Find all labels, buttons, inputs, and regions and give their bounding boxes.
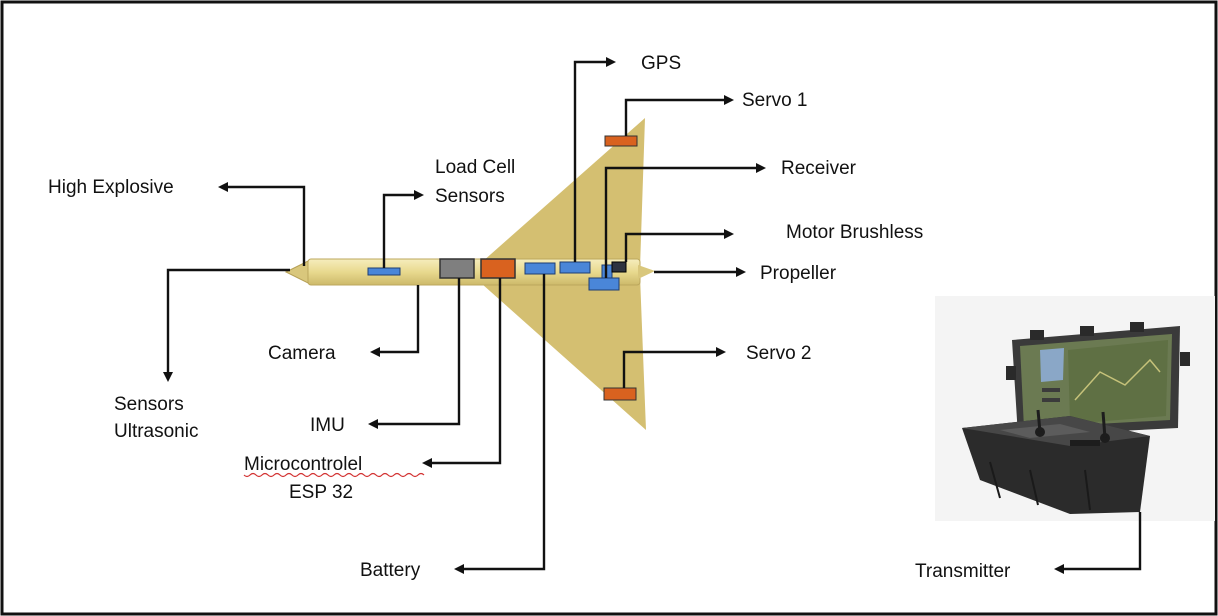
gps-block: [559, 261, 591, 274]
imu-block: [439, 258, 475, 279]
load-cell-arrow-head: [414, 190, 424, 200]
motor-block: [611, 261, 627, 273]
gps-arrow-head: [606, 57, 616, 67]
propeller-label: Propeller: [760, 263, 837, 284]
servo2-label: Servo 2: [746, 343, 811, 364]
battery-block: [524, 262, 556, 275]
microcontroller-label-line2: ESP 32: [289, 482, 353, 503]
receiver-block: [588, 277, 620, 291]
battery-leader: [462, 274, 546, 571]
gps-label: GPS: [641, 53, 681, 74]
motor-arrow-head: [724, 229, 734, 239]
gps-leader: [573, 60, 608, 262]
servo1-leader: [624, 98, 726, 136]
sensors-label-line2: Ultrasonic: [114, 421, 198, 442]
high-explosive-leader: [226, 185, 306, 266]
servo2-block: [603, 387, 637, 401]
micro-arrow-head: [422, 458, 432, 468]
transmitter-arrow-head: [1054, 564, 1064, 574]
camera-label: Camera: [268, 343, 336, 364]
spellcheck-underline: [243, 472, 425, 478]
load-cell-block: [367, 267, 401, 276]
tail-tip: [638, 265, 655, 279]
transmitter-case-icon: [935, 296, 1215, 521]
propeller-arrow-head: [736, 267, 746, 277]
micro-leader: [430, 278, 502, 465]
camera-arrow-head: [370, 347, 380, 357]
servo1-arrow-head: [724, 95, 734, 105]
camera-leader: [378, 285, 420, 354]
load-cell-label-line1: Load Cell: [435, 157, 515, 178]
motor-leader: [624, 232, 726, 262]
microcontroller-label-line1: Microcontrolel: [244, 454, 362, 475]
nose-cone: [284, 259, 311, 285]
sensors-label-line1: Sensors: [114, 394, 184, 415]
sensors-arrow-head: [163, 372, 173, 382]
motor-brushless-label: Motor Brushless: [786, 222, 923, 243]
imu-arrow-head: [368, 419, 378, 429]
load-cell-label-line2: Sensors: [435, 186, 505, 207]
imu-label: IMU: [310, 415, 345, 436]
high-explosive-label: High Explosive: [48, 177, 174, 198]
transmitter-label: Transmitter: [915, 561, 1011, 582]
servo2-arrow-head: [716, 347, 726, 357]
servo1-label: Servo 1: [742, 90, 807, 111]
battery-label: Battery: [360, 560, 421, 581]
servo1-block: [604, 135, 638, 147]
receiver-label: Receiver: [781, 158, 857, 179]
labels: GPS Servo 1 Receiver Motor Brushless Pro…: [48, 53, 1011, 582]
receiver-leader: [604, 166, 758, 278]
sensors-leader: [166, 268, 290, 374]
leader-lines: [163, 57, 1142, 574]
microcontroller-block: [480, 258, 516, 279]
transmitter-leader: [1062, 512, 1142, 571]
load-cell-leader: [382, 193, 416, 268]
high-explosive-arrow-head: [218, 182, 228, 192]
battery-arrow-head: [454, 564, 464, 574]
receiver-arrow-head: [756, 163, 766, 173]
servo2-leader: [622, 350, 718, 388]
imu-leader: [376, 278, 461, 426]
